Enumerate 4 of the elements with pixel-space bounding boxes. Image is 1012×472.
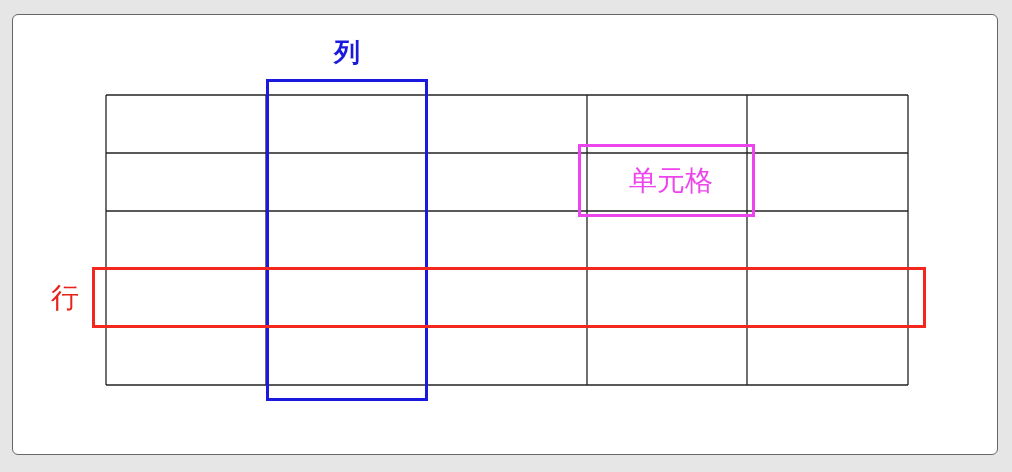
row-label: 行 (50, 283, 80, 312)
cell-label: 单元格 (627, 166, 713, 195)
column-label: 列 (334, 36, 360, 69)
cell-highlight (578, 144, 755, 217)
